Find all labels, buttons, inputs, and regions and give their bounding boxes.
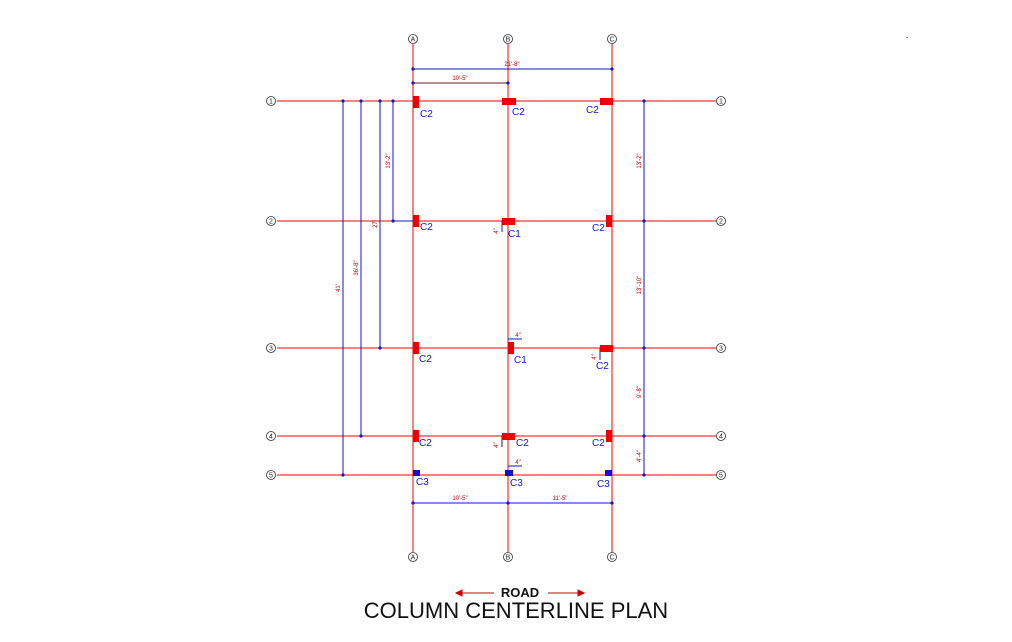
column-a4	[413, 430, 419, 442]
dim-left-15: 41'	[336, 284, 342, 292]
bubble-5-left: 5	[266, 470, 276, 480]
column-a3	[413, 342, 419, 354]
dim-right-45: 4'-4"	[637, 450, 643, 462]
svg-text:C: C	[609, 555, 614, 562]
svg-text:A: A	[411, 37, 416, 44]
columns	[413, 96, 613, 476]
bubble-1-right: 1	[716, 96, 726, 106]
svg-text:5: 5	[269, 473, 273, 480]
column-c2	[606, 215, 612, 227]
bubble-a-top: A	[408, 34, 418, 44]
bubble-4-right: 4	[716, 431, 726, 441]
svg-text:2: 2	[269, 219, 273, 226]
dim-left-14: 36'-8"	[354, 260, 360, 275]
bubble-1-left: 1	[266, 96, 276, 106]
dim-top-ab: 10'-5"	[452, 76, 467, 82]
bubble-a-bottom: A	[408, 552, 418, 562]
dim-offset-b3: 4"	[515, 333, 520, 339]
svg-text:4: 4	[719, 434, 723, 441]
svg-text:1: 1	[719, 99, 723, 106]
column-b1	[502, 98, 516, 105]
label-a2: C2	[420, 222, 433, 233]
dim-offset-b2: 4"	[494, 228, 500, 233]
dim-right-23: 13'-10"	[637, 276, 643, 295]
vertical-grid-lines	[412, 44, 613, 552]
svg-text:2: 2	[719, 219, 723, 226]
column-labels: C2 C2 C2 C2 C1 C2 C2 C1 C2 C2 C2 C2 C3 C…	[416, 105, 610, 490]
label-b4: C2	[516, 438, 529, 449]
bubble-5-right: 5	[716, 470, 726, 480]
bubble-b-top: B	[503, 34, 513, 44]
column-c4	[606, 430, 612, 442]
column-b3	[508, 342, 514, 354]
bubble-c-top: C	[607, 34, 617, 44]
road-arrow-right-icon	[548, 589, 586, 597]
bubble-3-left: 3	[266, 343, 276, 353]
svg-text:1: 1	[269, 99, 273, 106]
column-c5	[605, 470, 612, 476]
dim-left-12: 13'-2"	[386, 153, 392, 168]
bubble-4-left: 4	[266, 431, 276, 441]
dim-offset-b4: 4"	[494, 442, 500, 447]
bubble-c-bottom: C	[607, 552, 617, 562]
dimension-lines	[341, 67, 646, 505]
label-c5: C3	[597, 479, 610, 490]
dimension-dots	[341, 67, 646, 505]
label-c2: C2	[592, 223, 605, 234]
page-title: COLUMN CENTERLINE PLAN	[364, 598, 668, 623]
column-c3	[600, 345, 613, 352]
svg-text:4: 4	[269, 434, 273, 441]
label-c1: C2	[586, 105, 599, 116]
dim-bottom-bc: 11'-5"	[553, 496, 568, 502]
dim-top-overall: 21'-8"	[504, 62, 519, 68]
label-a5: C3	[416, 477, 429, 488]
dim-bottom-ab: 10'-5"	[452, 496, 467, 502]
svg-text:B: B	[506, 37, 511, 44]
dim-offset-b5: 4"	[515, 460, 520, 466]
dim-left-13: 27'	[373, 220, 379, 228]
grid-bubbles: A B C A B C 1 2 3 4 5 1 2 3 4 5	[266, 34, 726, 562]
dim-offset-c3: 4"	[592, 354, 598, 359]
label-c4: C2	[592, 438, 605, 449]
column-b2	[502, 218, 515, 225]
column-b5	[505, 470, 513, 476]
column-c1	[600, 98, 613, 105]
svg-text:B: B	[506, 555, 511, 562]
bubble-2-left: 2	[266, 216, 276, 226]
svg-text:3: 3	[719, 346, 723, 353]
column-a2	[413, 215, 419, 227]
dim-right-34: 9'-8"	[637, 386, 643, 398]
dimension-texts: 21'-8" 10'-5" 10'-5" 11'-5" 13'-2" 27' 3…	[336, 62, 643, 502]
dim-right-12: 13'-2"	[637, 153, 643, 168]
label-b3: C1	[514, 355, 527, 366]
label-b5: C3	[510, 478, 523, 489]
bubble-2-right: 2	[716, 216, 726, 226]
road-arrow-left-icon	[454, 589, 494, 597]
bubble-b-bottom: B	[503, 552, 513, 562]
column-b4	[502, 433, 515, 440]
label-a4: C2	[419, 438, 432, 449]
label-a1: C2	[420, 109, 433, 120]
road-indicator: ROAD	[454, 585, 586, 600]
road-label: ROAD	[501, 585, 539, 600]
label-a3: C2	[419, 354, 432, 365]
label-b1: C2	[512, 107, 525, 118]
stray-mark	[906, 37, 908, 38]
column-a1	[413, 96, 419, 108]
svg-text:A: A	[411, 555, 416, 562]
bubble-3-right: 3	[716, 343, 726, 353]
svg-text:C: C	[609, 37, 614, 44]
label-c3: C2	[596, 361, 609, 372]
label-b2: C1	[508, 229, 521, 240]
svg-text:5: 5	[719, 473, 723, 480]
svg-text:3: 3	[269, 346, 273, 353]
column-a5	[413, 470, 420, 476]
